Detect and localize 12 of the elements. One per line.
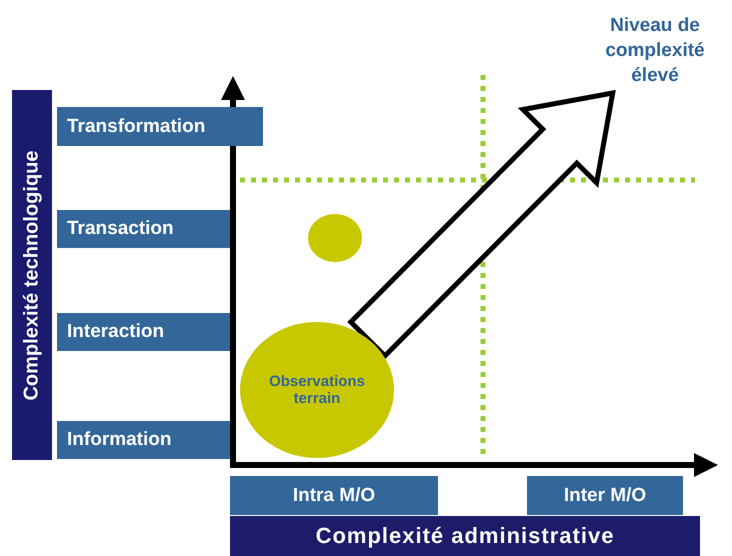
level-box: Transaction [57, 210, 230, 248]
level-box: Information [57, 421, 230, 459]
circle-shape [308, 214, 362, 262]
level-box: Interaction [57, 313, 230, 351]
axis-label-box: Complexité administrative [230, 516, 700, 556]
category-box: Intra M/O [230, 476, 438, 515]
block-arrow [347, 90, 616, 360]
category-box: Inter M/O [527, 476, 683, 515]
axis-label-box: Complexité technologique [12, 90, 52, 460]
ellipse: Observations terrain [240, 322, 394, 458]
level-box: Transformation [57, 107, 263, 146]
heading-text: Niveau de complexité élevé [580, 8, 730, 93]
